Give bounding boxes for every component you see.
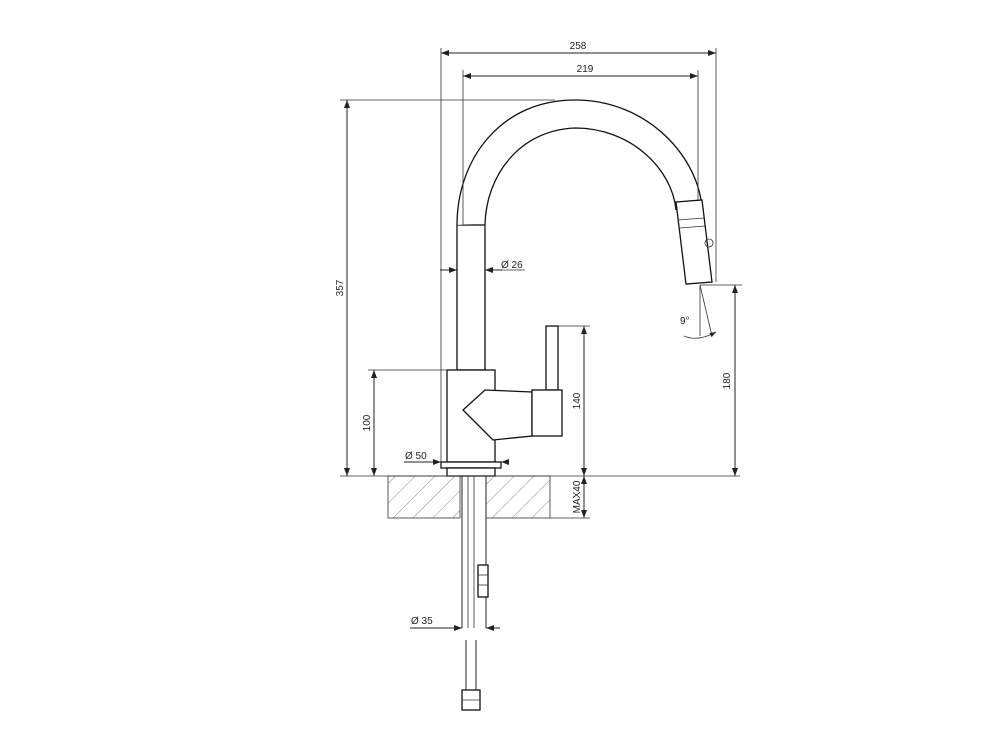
label-body-height: 100 [362, 414, 373, 431]
dim-handle-height: 140 [558, 325, 590, 476]
dim-spout-diameter: Ø 26 [440, 260, 525, 273]
lever-handle [545, 325, 559, 391]
dim-total-height: 357 [335, 99, 555, 476]
faucet-outline [440, 99, 714, 477]
lever-cartridge [531, 389, 563, 437]
label-shank-diameter: Ø 35 [411, 616, 433, 627]
label-spout-reach: 219 [577, 64, 594, 75]
label-outlet-height: 180 [722, 372, 733, 389]
label-total-height: 357 [335, 279, 346, 296]
label-base-diameter: Ø 50 [405, 451, 427, 462]
dim-max-deck-thickness: MAX40 [550, 476, 590, 519]
dim-spout-reach: 219 [462, 64, 699, 225]
label-total-width: 258 [570, 41, 587, 52]
countertop-section [340, 475, 740, 519]
dim-body-height: 100 [362, 369, 447, 476]
dim-total-width: 258 [440, 41, 717, 462]
countertop-left [387, 475, 461, 519]
spray-head [675, 199, 713, 285]
label-spout-diameter: Ø 26 [501, 260, 523, 271]
dim-shank-diameter: Ø 35 [410, 616, 500, 631]
faucet-column [456, 224, 486, 371]
label-spray-angle: 9° [680, 316, 690, 327]
base-ring [440, 461, 502, 469]
base-plate [446, 467, 496, 477]
hose-connector [477, 564, 489, 598]
label-max-deck-thickness: MAX40 [572, 480, 583, 513]
dim-spray-angle: 9° [680, 284, 717, 339]
dim-outlet-height: 180 [700, 284, 742, 476]
spout-arc-inner [484, 127, 677, 226]
shank-assembly [461, 476, 489, 711]
countertop-right [485, 475, 551, 519]
spray-button-icon [704, 238, 714, 248]
label-handle-height: 140 [572, 392, 583, 409]
dim-base-diameter: Ø 50 [404, 451, 509, 465]
